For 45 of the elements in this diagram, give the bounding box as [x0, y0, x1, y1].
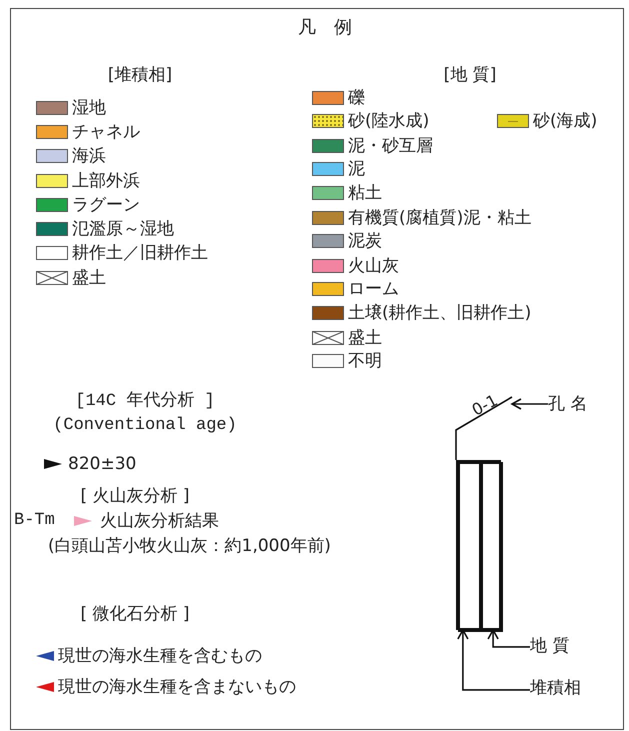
arrow — [487, 629, 530, 648]
legend-text: 海浜 — [72, 145, 106, 167]
legend-text: 湿地 — [72, 97, 106, 119]
tephra-code: B-Tm — [14, 510, 55, 532]
legend-text: ラグーン — [72, 194, 140, 216]
legend-text: 氾濫原～湿地 — [72, 218, 174, 240]
section-heading: [14C 年代分析 ] — [74, 391, 216, 413]
hole-name-label: 0-1 — [468, 382, 516, 426]
legend-text: 砂(陸水成) — [348, 110, 430, 132]
section-heading: [堆積相] — [106, 64, 174, 86]
legend-text: 泥・砂互層 — [348, 135, 433, 157]
leader-label: 堆積相 — [530, 676, 600, 700]
section-heading: [ 火山灰分析 ] — [79, 485, 191, 507]
legend-text: 盛土 — [348, 327, 382, 349]
legend-text: 泥炭 — [348, 230, 382, 252]
arrow — [457, 629, 530, 691]
legend-text: 上部外浜 — [72, 170, 140, 192]
legend-text: ローム — [348, 278, 399, 300]
legend-text: 現世の海水生種を含むもの — [58, 645, 262, 667]
legend-text: 火山灰 — [348, 255, 399, 277]
legend-text: 粘土 — [348, 182, 382, 204]
arrow — [511, 398, 548, 410]
legend-text: 盛土 — [72, 267, 106, 289]
column-cell — [481, 462, 503, 632]
legend-title: 凡 例 — [297, 16, 353, 40]
legend-text: 不明 — [348, 350, 382, 372]
leader-label: 地 質 — [530, 634, 600, 658]
section-heading: [ 微化石分析 ] — [79, 603, 191, 625]
note-text: (Conventional age) — [52, 415, 238, 437]
leader-line — [455, 396, 512, 460]
leader-label: 孔 名 — [548, 392, 608, 416]
core-column-box — [456, 460, 501, 630]
note-text: (白頭山苫小牧火山灰：約1,000年前) — [48, 535, 331, 557]
legend-text: 砂(海成) — [533, 110, 598, 132]
legend-text: 礫 — [348, 87, 365, 109]
legend-text: 土壌(耕作土、旧耕作土) — [348, 302, 532, 324]
column-cell — [458, 462, 481, 632]
age-value: 820±30 — [68, 453, 136, 475]
legend-text: 泥 — [348, 158, 365, 180]
legend-text: チャネル — [72, 121, 140, 143]
legend-text: 有機質(腐植質)泥・粘土 — [348, 207, 532, 229]
legend-text: 火山灰分析結果 — [100, 510, 219, 532]
section-heading: [地 質] — [442, 64, 498, 86]
legend-text: 現世の海水生種を含まないもの — [58, 676, 296, 698]
legend-text: 耕作土／旧耕作土 — [72, 242, 208, 264]
